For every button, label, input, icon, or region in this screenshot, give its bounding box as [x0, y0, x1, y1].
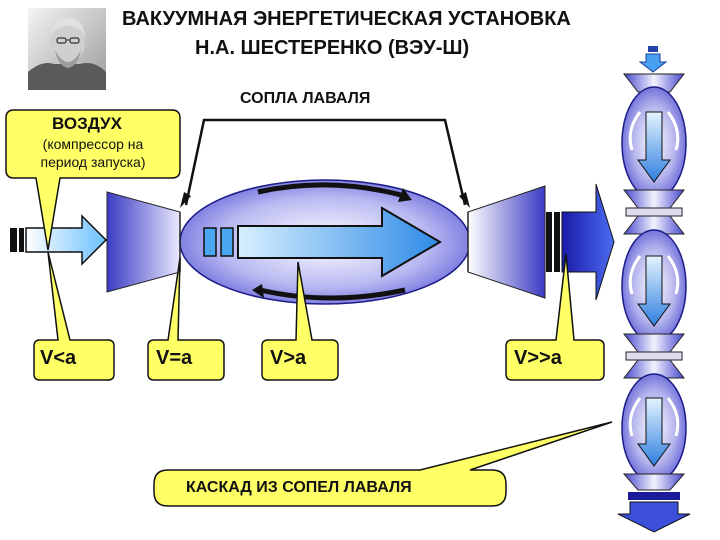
air-title: ВОЗДУХ [52, 114, 122, 133]
nozzle-cascade [617, 46, 691, 533]
nozzles-bracket [184, 118, 467, 206]
outlet-nozzle [467, 185, 546, 299]
cascade-label: КАСКАД ИЗ СОПЕЛ ЛАВАЛЯ [186, 479, 412, 496]
velocity-label-1: V<a [40, 347, 77, 369]
air-callout [5, 109, 181, 251]
swirl-arrow-bottom [259, 287, 406, 301]
velocity-label-2: V=a [156, 347, 193, 369]
callout-v-gtgt-a [505, 253, 605, 381]
swirl-arrow-top [257, 182, 406, 199]
callout-v-eq-a [147, 257, 225, 381]
title-line-2: Н.А. ШЕСТЕРЕНКО (ВЭУ-Ш) [195, 37, 470, 59]
nozzles-label: СОПЛА ЛАВАЛЯ [240, 90, 371, 107]
title-line-1: ВАКУУМНАЯ ЭНЕРГЕТИЧЕСКАЯ УСТАНОВКА [122, 8, 571, 30]
main-flow-arrow [237, 206, 442, 278]
velocity-label-3: V>a [270, 347, 307, 369]
velocity-label-4: V>>a [514, 347, 562, 369]
callout-v-lt-a [33, 251, 115, 381]
author-portrait [28, 8, 106, 90]
air-note-line1: (компрессор на [42, 136, 144, 152]
air-note-line2: период запуска) [40, 154, 146, 170]
air-inlet-arrow [25, 214, 108, 266]
cascade-callout [153, 421, 613, 507]
callout-v-gt-a [261, 261, 339, 381]
exhaust-arrow [561, 183, 615, 301]
inlet-nozzle [106, 191, 181, 293]
